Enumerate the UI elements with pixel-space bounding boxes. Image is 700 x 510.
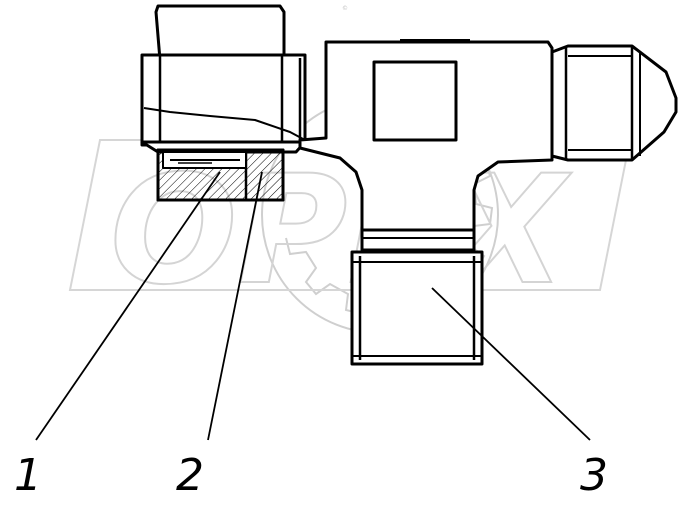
sealing-ring: [162, 151, 247, 169]
callout-2: 2: [176, 450, 204, 501]
watermark-small-mark: ©: [342, 5, 348, 12]
callout-3: 3: [580, 450, 608, 501]
section-view: [140, 140, 307, 202]
callout-1: 1: [14, 450, 42, 501]
leader-2: [207, 171, 263, 441]
leader-3: [431, 287, 591, 441]
leader-1: [35, 171, 221, 441]
union-nut: [140, 4, 307, 147]
tee-body: [298, 39, 678, 366]
leader-lines: [35, 171, 591, 441]
